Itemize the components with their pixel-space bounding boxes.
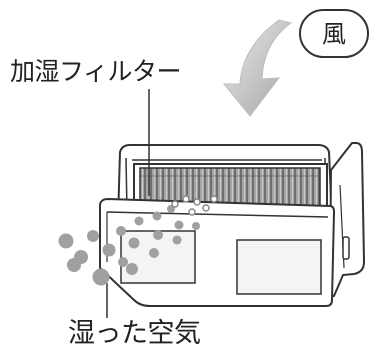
wind-label: 風: [322, 19, 346, 48]
humid-air-label: 湿った空気: [68, 318, 201, 349]
water-droplet-icon: [58, 205, 200, 286]
front-panel-right: [236, 239, 322, 295]
wind-badge: 風: [299, 9, 369, 58]
filter-label: 加湿フィルター: [10, 57, 182, 86]
tray-side-panel: [329, 142, 365, 297]
airflow-arrow-icon: [222, 19, 293, 117]
